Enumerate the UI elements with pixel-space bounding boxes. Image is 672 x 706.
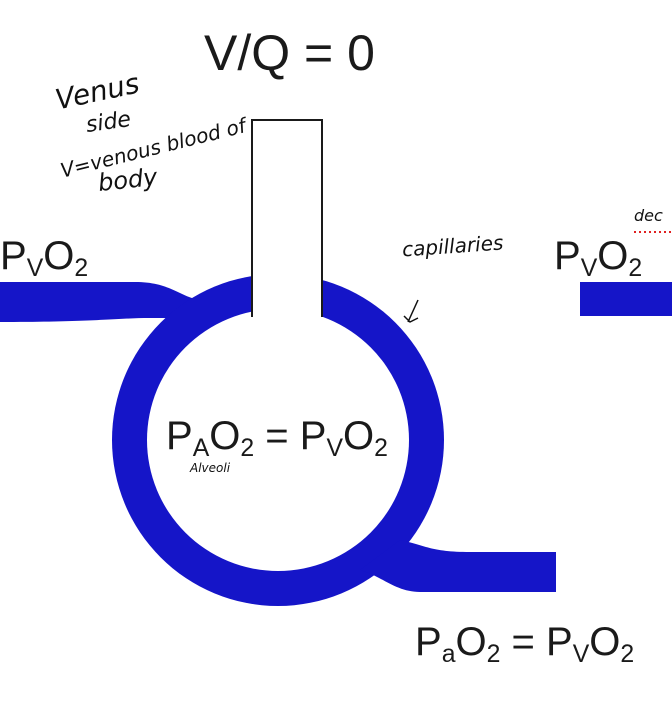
alveolar-equation: PAO2 = PVO2 [166,414,388,462]
venous-po2-label-left: PVO2 [0,234,89,282]
airway-mouth [253,300,321,330]
arterial-outflow-vessel [360,540,556,592]
venous-inflow-vessel [0,282,225,322]
airway-tube [251,119,323,317]
venous-annotation-line4: body [96,162,159,198]
alveoli-annotation: Alveoli [190,461,231,475]
capillary-arrow-icon [403,299,419,323]
capillaries-annotation: capillaries [401,230,505,262]
venous-po2-label-right: PVO2 [554,234,643,282]
dec-annotation: dec [634,206,663,225]
right-vessel-fragment [580,282,672,316]
diagram-title: V/Q = 0 [204,25,375,81]
alveolus [147,309,409,571]
arterial-equation: PaO2 = PVO2 [415,620,635,668]
